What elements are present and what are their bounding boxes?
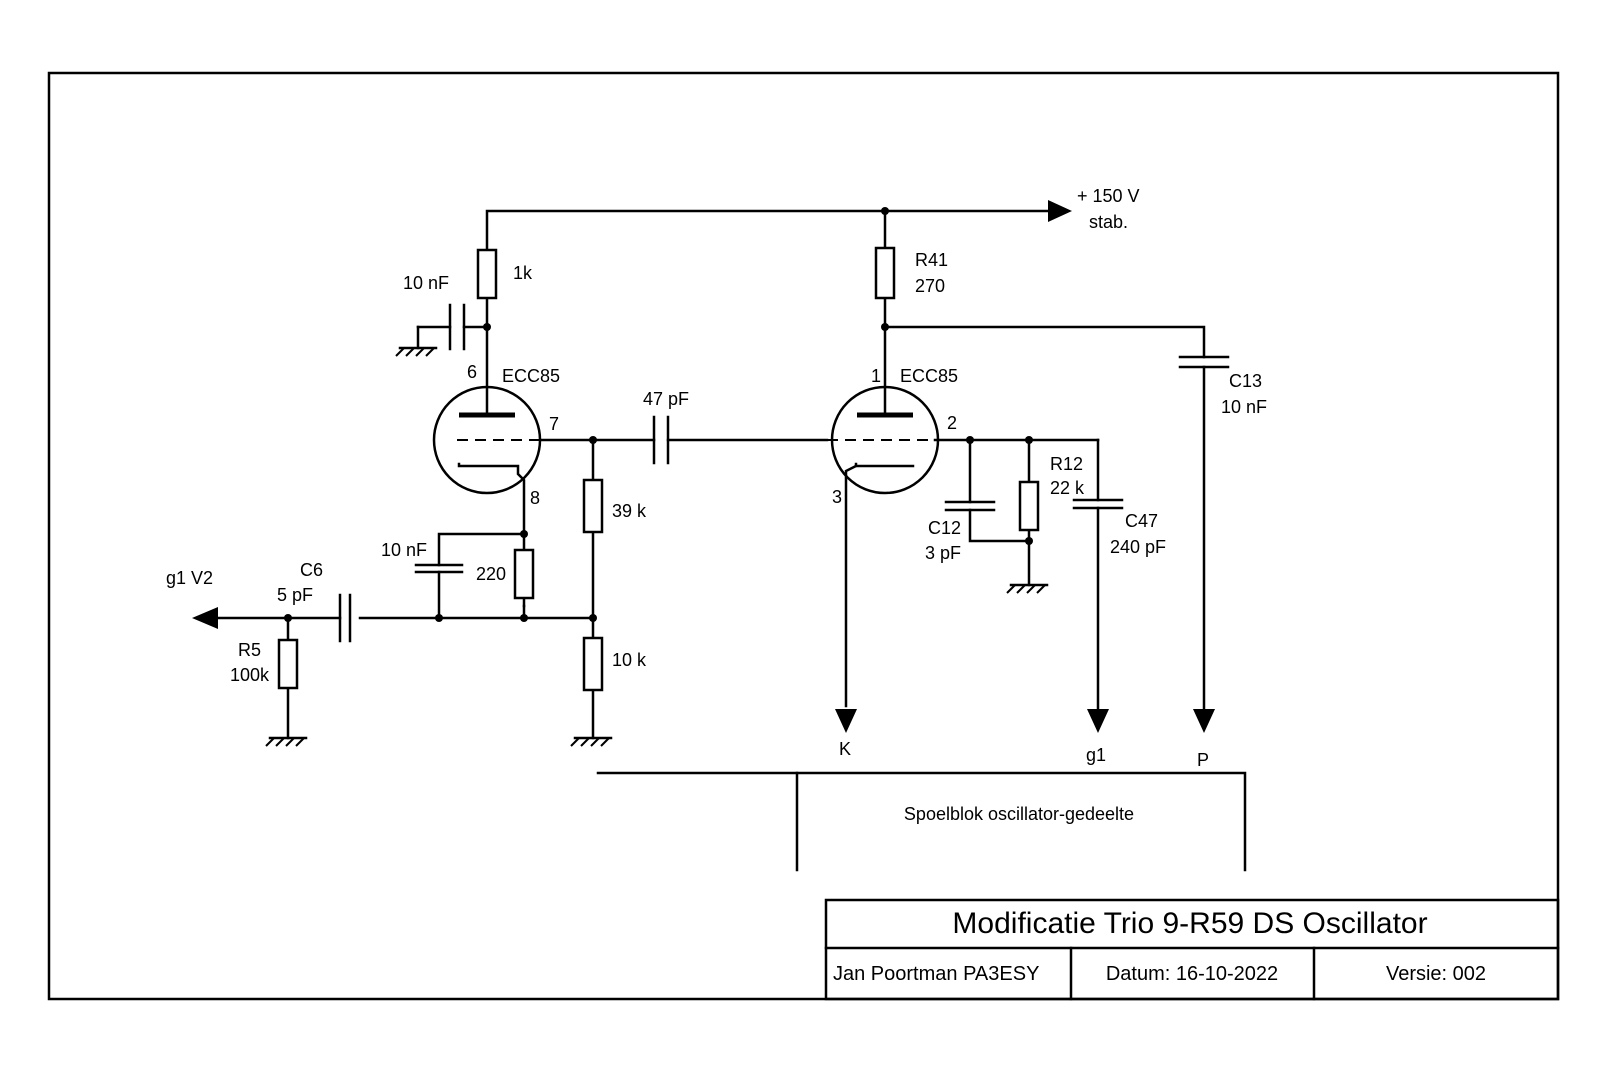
tube1-anode-pin: 6 — [467, 362, 477, 382]
ground-symbol-decoupling — [395, 325, 438, 357]
r41-ref-label: R41 — [915, 250, 948, 270]
capacitor-c47 — [1072, 498, 1124, 510]
r41-value-label: 270 — [915, 276, 945, 296]
drawing-author: Jan Poortman PA3ESY — [833, 963, 1039, 985]
supply-voltage-label: + 150 V — [1077, 186, 1140, 206]
tube1-grid-pin: 7 — [549, 414, 559, 434]
capacitor-c12 — [944, 500, 996, 512]
cathode-resistor-label: 220 — [476, 564, 506, 584]
r12-value-label: 22 k — [1050, 478, 1085, 498]
drawing-date: Datum: 16-10-2022 — [1106, 963, 1278, 985]
output-label: g1 V2 — [166, 568, 213, 588]
capacitor-c6 — [338, 593, 352, 643]
tube2-ecc85 — [827, 385, 940, 495]
terminal-g1-label: g1 — [1086, 745, 1106, 765]
tube2-anode-pin: 1 — [871, 366, 881, 386]
resistor-r12 — [1018, 480, 1040, 532]
drawing-version: Versie: 002 — [1386, 963, 1486, 985]
decoupling-cap-label: 10 nF — [403, 273, 449, 293]
drawing-title: Modificatie Trio 9-R59 DS Oscillator — [952, 907, 1427, 940]
tube2-grid-pin: 2 — [947, 413, 957, 433]
wires — [210, 209, 1206, 740]
r5-value-label: 100k — [230, 665, 270, 685]
supply-arrow-icon — [1048, 200, 1072, 222]
tube1-cathode-pin: 8 — [530, 488, 540, 508]
c6-ref-label: C6 — [300, 560, 323, 580]
terminal-p-arrow-icon — [1193, 709, 1215, 733]
tube1-ecc85 — [432, 385, 542, 495]
c47-value-label: 240 pF — [1110, 537, 1166, 557]
resistor-10k — [582, 636, 604, 692]
tube1-type-label: ECC85 — [502, 366, 560, 386]
capacitor-10nf-cathode — [414, 563, 464, 574]
resistor-10k-label: 10 k — [612, 650, 647, 670]
supply-note-label: stab. — [1089, 212, 1128, 232]
c12-value-label: 3 pF — [925, 543, 961, 563]
r5-ref-label: R5 — [238, 640, 261, 660]
resistor-1k — [476, 248, 498, 300]
c13-value-label: 10 nF — [1221, 397, 1267, 417]
terminal-k-label: K — [839, 739, 851, 759]
c47-ref-label: C47 — [1125, 511, 1158, 531]
resistor-r5 — [277, 638, 299, 690]
drawing-frame — [47, 71, 1560, 1001]
resistor-r41 — [874, 246, 896, 300]
resistor-1k-label: 1k — [513, 263, 533, 283]
coupling-cap-label: 47 pF — [643, 389, 689, 409]
ground-symbol-r5 — [265, 736, 308, 747]
ground-symbol-r12 — [1006, 583, 1049, 594]
r12-ref-label: R12 — [1050, 454, 1083, 474]
resistor-39k — [582, 478, 604, 534]
c12-ref-label: C12 — [928, 518, 961, 538]
capacitor-10nf-decoupling — [448, 303, 466, 351]
tube2-type-label: ECC85 — [900, 366, 958, 386]
terminal-p-label: P — [1197, 750, 1209, 770]
capacitor-c13 — [1178, 355, 1230, 369]
resistor-220 — [513, 548, 535, 600]
cathode-cap-label: 10 nF — [381, 540, 427, 560]
capacitor-47pf — [652, 415, 670, 465]
junction-dots — [284, 207, 1033, 622]
c6-value-label: 5 pF — [277, 585, 313, 605]
c13-ref-label: C13 — [1229, 371, 1262, 391]
coil-block-label: Spoelblok oscillator-gedeelte — [904, 804, 1134, 824]
output-arrow-icon — [192, 607, 218, 629]
supply-rail — [485, 209, 1054, 252]
tube2-cathode-pin: 3 — [832, 487, 842, 507]
ground-symbol-10k — [570, 736, 613, 747]
terminal-g1-arrow-icon — [1087, 709, 1109, 733]
title-block — [824, 898, 1560, 1001]
coil-block-outline — [596, 771, 1247, 872]
resistor-39k-label: 39 k — [612, 501, 647, 521]
terminal-k-arrow-icon — [835, 709, 857, 733]
